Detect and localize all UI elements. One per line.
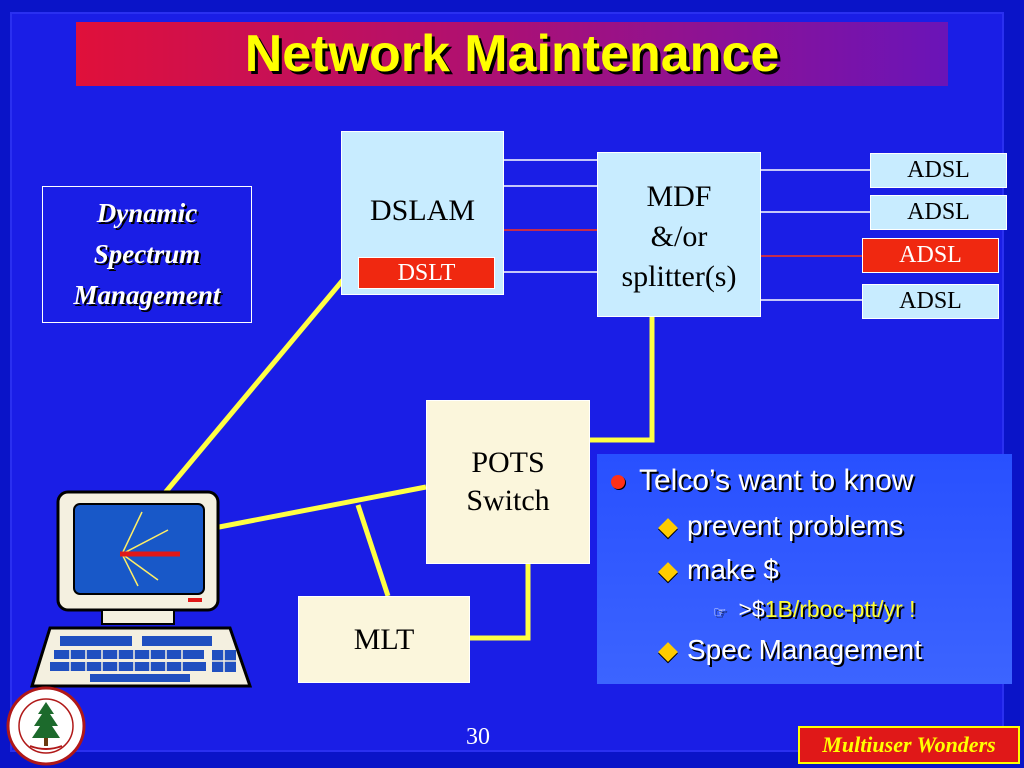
- pointing-hand-icon: ☞: [713, 604, 727, 621]
- pots-line-1: POTS: [471, 446, 545, 479]
- adsl-box-2: ADSL: [870, 195, 1007, 230]
- bullet-dot-icon: [611, 475, 625, 490]
- dsm-line-1: Dynamic: [96, 198, 198, 228]
- adsl-box-3-highlighted: ADSL: [862, 238, 999, 273]
- bullet-sub-4: Spec Management: [658, 634, 923, 666]
- university-seal-icon: [6, 686, 86, 766]
- mdf-pots-link: [590, 317, 655, 443]
- dslt-box: DSLT: [358, 257, 495, 289]
- pots-computer-link: [213, 484, 427, 531]
- bullet-sub-2: make $: [658, 554, 779, 586]
- page-number: 30: [466, 724, 490, 750]
- computer-terminal-icon: [30, 490, 253, 688]
- diamond-bullet-icon: [658, 641, 678, 662]
- bullet-sub-2-text: make $: [687, 554, 779, 585]
- dsm-line-2: Spectrum: [93, 239, 201, 269]
- adsl-box-4: ADSL: [862, 284, 999, 319]
- pots-line-2: Switch: [466, 484, 550, 517]
- slide-title: Network Maintenance: [244, 25, 780, 83]
- dsm-line-3: Management: [73, 280, 221, 310]
- footer-badge: Multiuser Wonders: [798, 726, 1020, 764]
- pots-mlt-link: [470, 564, 531, 641]
- bullet-sub-3-prefix: >$: [738, 596, 765, 622]
- bullet-sub-1-text: prevent problems: [687, 510, 904, 541]
- diamond-bullet-icon: [658, 517, 678, 538]
- dslt-computer-link: [162, 260, 360, 496]
- mdf-line-1: MDF: [646, 179, 712, 213]
- bullet-main: Telco’s want to know: [611, 464, 914, 498]
- bullet-main-text: Telco’s want to know: [639, 464, 914, 497]
- mlt-box: MLT: [298, 596, 470, 683]
- mdf-box: MDF &/or splitter(s): [597, 152, 761, 317]
- dynamic-spectrum-management-label: Dynamic Spectrum Management: [42, 186, 252, 323]
- mlt-link: [355, 504, 391, 597]
- adsl-box-1: ADSL: [870, 153, 1007, 188]
- bullet-sub-3: ☞ >$1B/rboc-ptt/yr !: [713, 596, 916, 623]
- mlt-label: MLT: [353, 622, 415, 656]
- bullet-sub-3-highlight: 1B/rboc-ptt/yr: [764, 596, 903, 622]
- mdf-line-2: &/or: [650, 219, 708, 253]
- bullet-panel: Telco’s want to know prevent problems ma…: [597, 454, 1012, 684]
- pots-switch-box: POTS Switch: [426, 400, 590, 564]
- bullet-sub-3-suffix: !: [902, 596, 916, 622]
- bullet-sub-4-text: Spec Management: [687, 634, 923, 665]
- mdf-line-3: splitter(s): [621, 259, 737, 293]
- bullet-sub-1: prevent problems: [658, 510, 904, 542]
- title-bar: Network Maintenance: [76, 22, 948, 86]
- dslam-label: DSLAM: [369, 194, 475, 227]
- diamond-bullet-icon: [658, 561, 678, 582]
